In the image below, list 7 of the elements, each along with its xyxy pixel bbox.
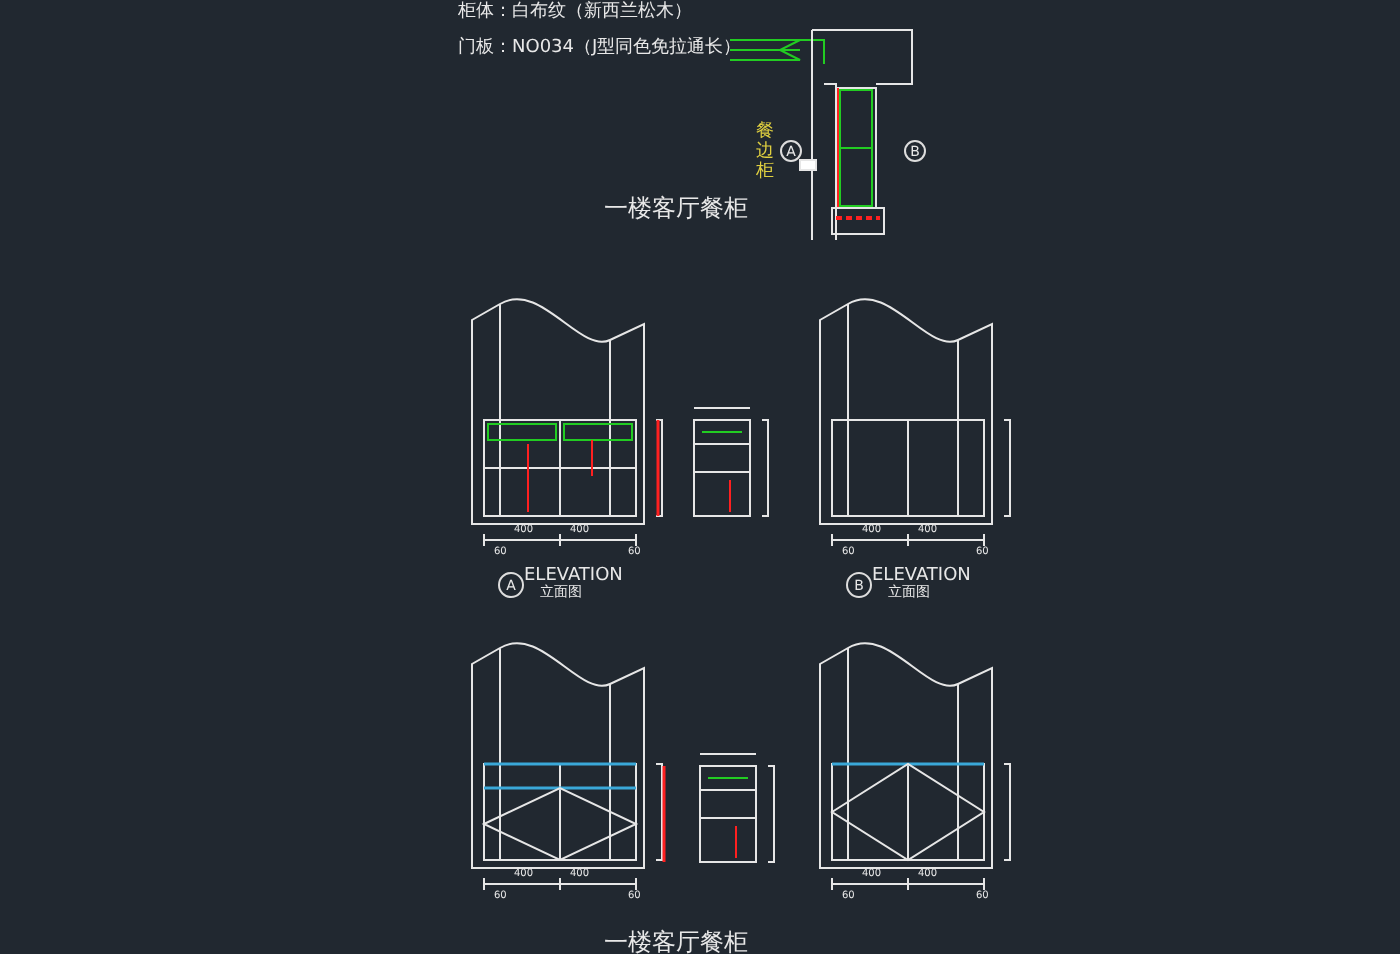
spec-note: 柜体：白布纹（新西兰松木） [458, 4, 692, 22]
plan-title: 一楼客厅餐柜 [604, 196, 748, 220]
vertical-label: 餐边柜 [756, 124, 774, 184]
view-title: ELEVATION [872, 568, 971, 586]
plan-title: 一楼客厅餐柜 [604, 930, 748, 954]
spec-note: 门板：NO034（J型同色免拉通长） [458, 40, 742, 58]
view-title: ELEVATION [524, 568, 623, 586]
